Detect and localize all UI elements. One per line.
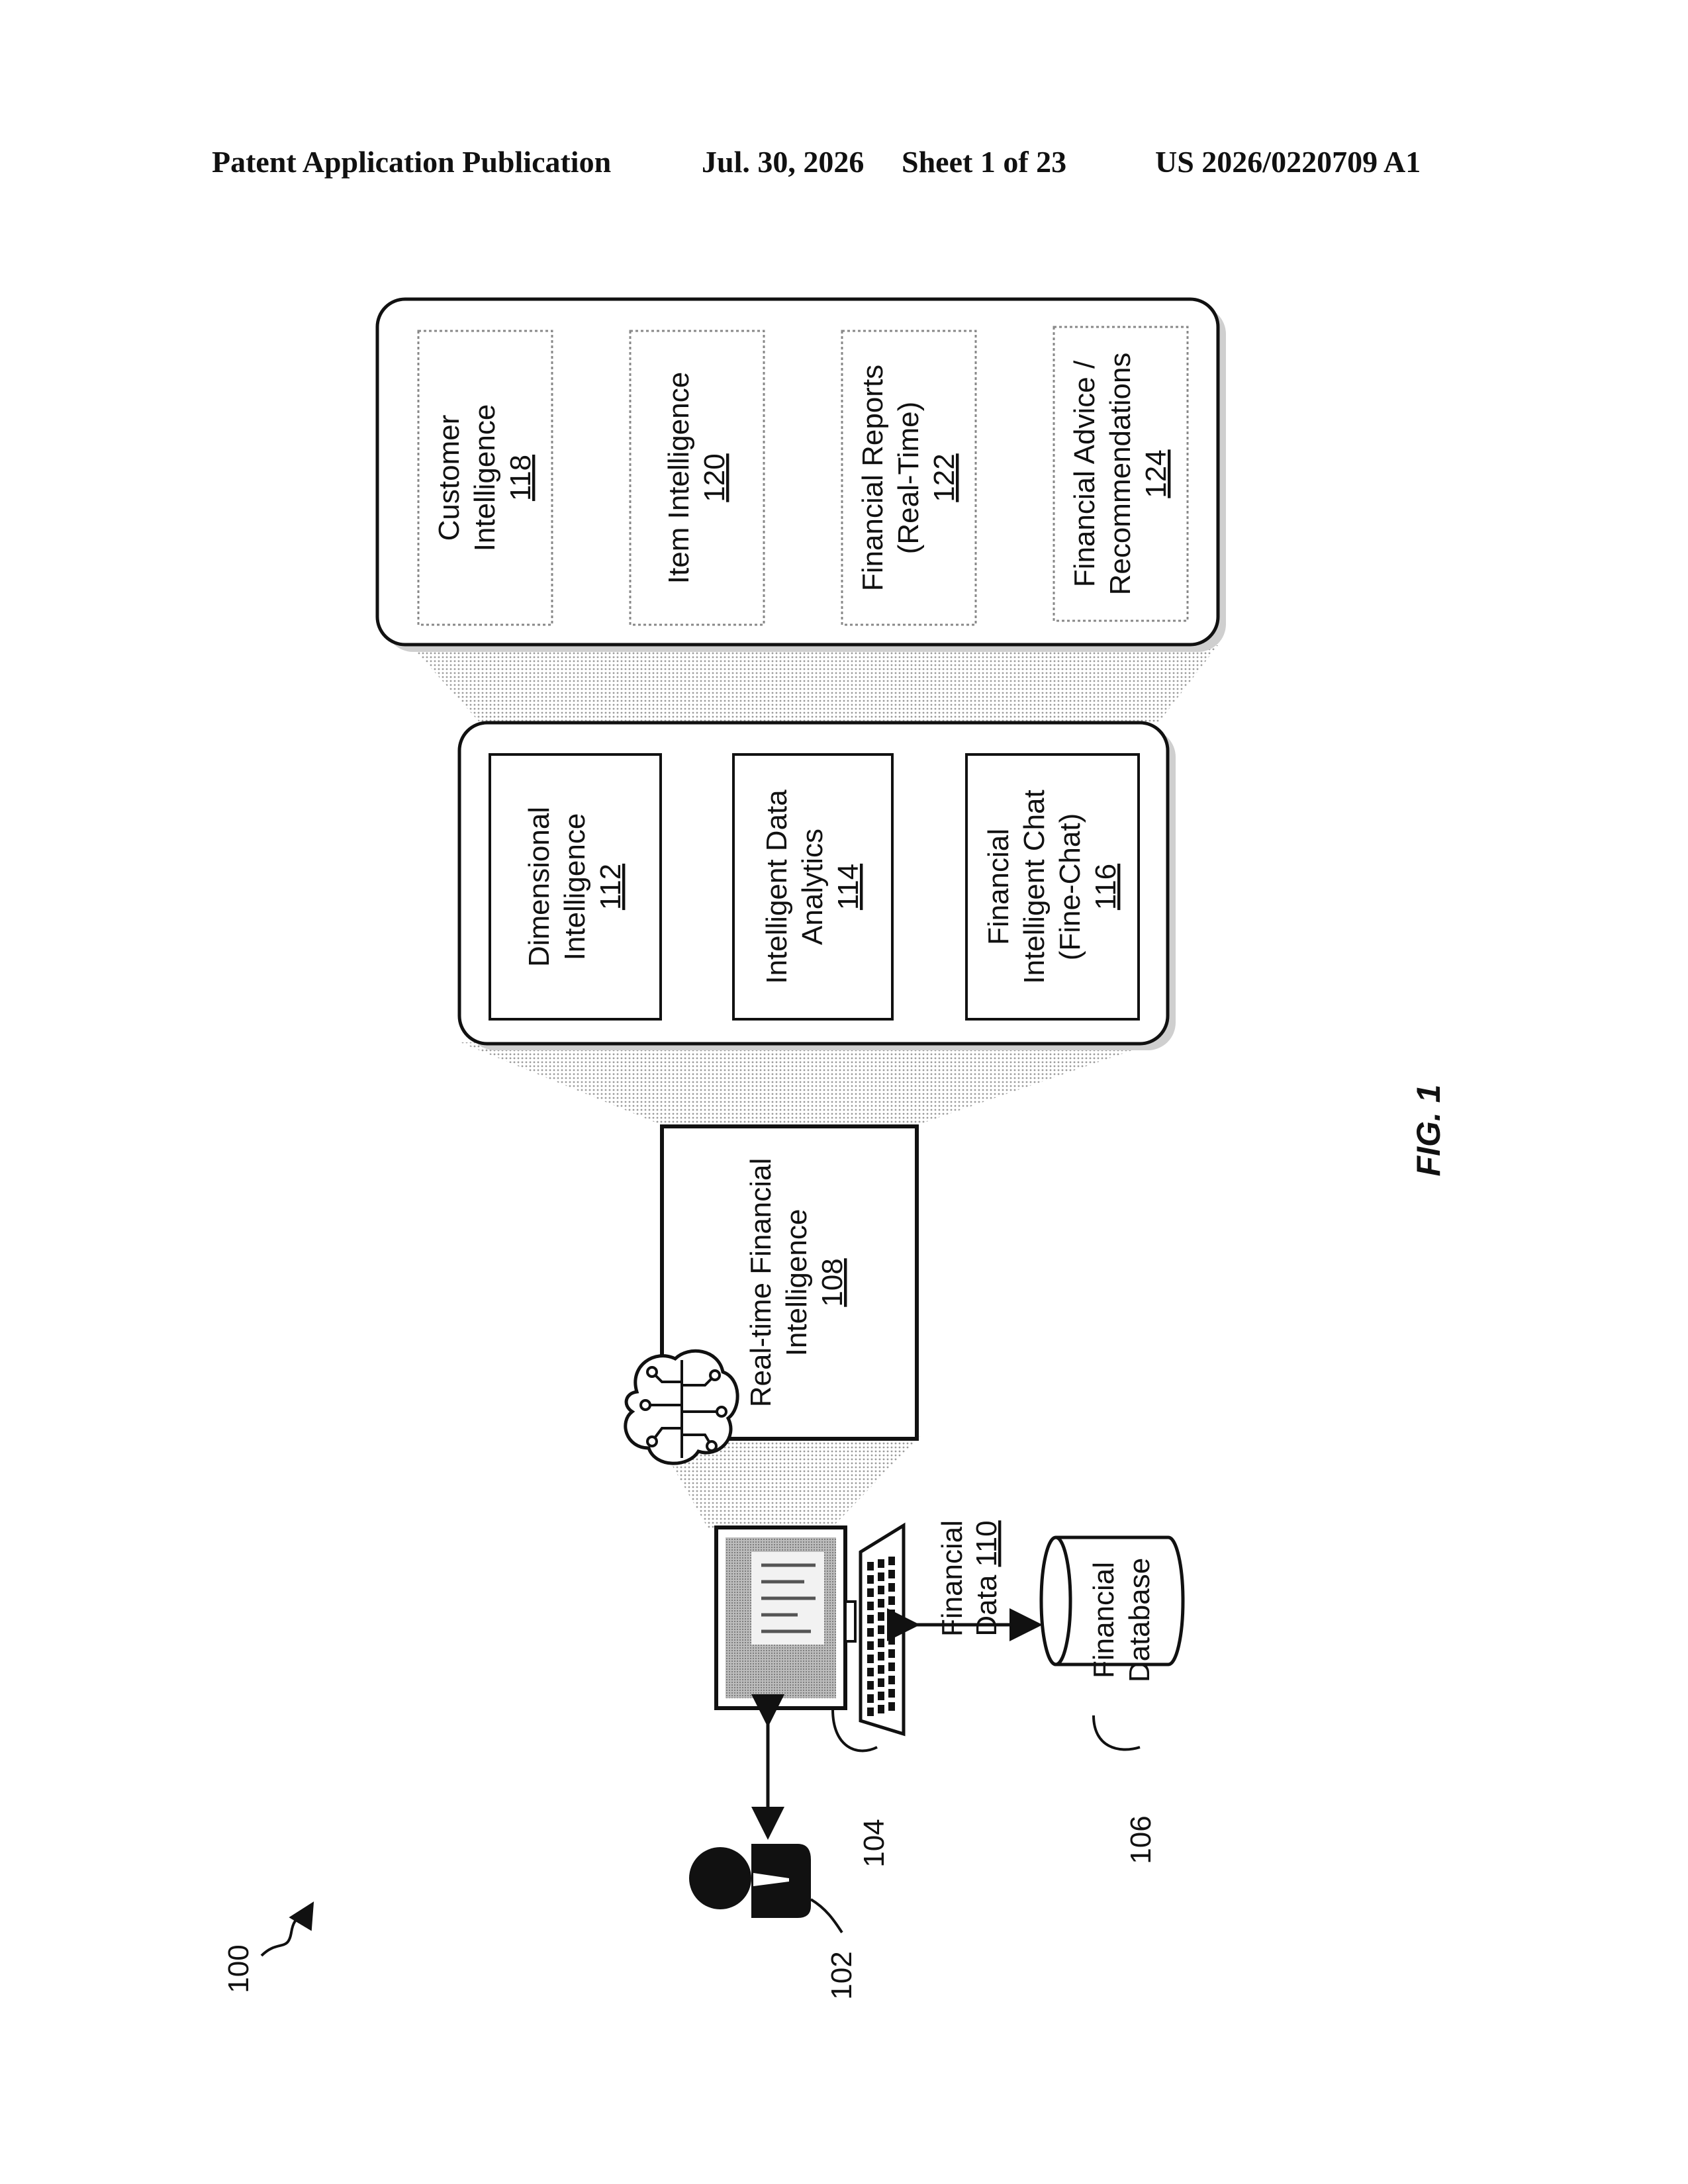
financial-data-line-2: Data 110: [970, 1520, 1003, 1636]
database-label-line-1: Financial: [1088, 1562, 1120, 1678]
financial-data-line-1: Financial: [936, 1520, 968, 1637]
keyboard-key: [878, 1678, 884, 1687]
keyboard-key: [888, 1702, 895, 1711]
keyboard-key: [867, 1602, 874, 1610]
rtfi-label-line-1: Real-time Financial: [745, 1158, 777, 1408]
outer-item-118-label-line-1: Customer: [433, 415, 465, 541]
rtfi-ref-number: 108: [816, 1258, 849, 1306]
keyboard-key: [888, 1636, 895, 1645]
middle-item-114-label-line-1: Intelligent Data: [761, 790, 793, 984]
financial-data-label: Financial Data 110: [936, 1520, 1003, 1637]
keyboard-key: [867, 1655, 874, 1663]
middle-item-114-label-line-2: Analytics: [796, 829, 829, 945]
outer-item-120: Item Intelligence120: [630, 331, 764, 625]
keyboard-key: [867, 1668, 874, 1676]
keyboard-key: [878, 1665, 884, 1674]
keyboard-icon: [861, 1525, 904, 1734]
system-ref-number: 100: [222, 1944, 255, 1993]
middle-item-116-label-line-2: Intelligent Chat: [1018, 790, 1051, 984]
financial-data-text: Data: [970, 1567, 1003, 1636]
database-icon: Financial Database: [1041, 1537, 1183, 1682]
middle-item-116-label-line-1: Financial: [982, 829, 1015, 945]
keyboard-key: [867, 1641, 874, 1650]
keyboard-key: [867, 1615, 874, 1623]
outer-item-118: CustomerIntelligence118: [418, 331, 552, 625]
keyboard-key: [888, 1623, 895, 1631]
user-ref-number: 102: [825, 1951, 858, 1999]
figure-label: FIG. 1: [1410, 1085, 1447, 1177]
financial-data-number: 110: [970, 1520, 1003, 1567]
keyboard-key: [867, 1575, 874, 1584]
outer-item-122-label-line-2: (Real-Time): [892, 402, 925, 555]
outer-item-124-ref-number: 124: [1140, 449, 1172, 498]
keyboard-key: [878, 1586, 884, 1594]
middle-item-114-ref-number: 114: [832, 864, 865, 910]
middle-item-112-label-line-1: Dimensional: [523, 807, 555, 967]
middle-item-112-ref-number: 112: [594, 864, 627, 910]
middle-item-116-ref-number: 116: [1090, 864, 1122, 910]
outer-item-122-label-line-1: Financial Reports: [857, 365, 889, 591]
keyboard-key: [878, 1639, 884, 1647]
keyboard-key: [888, 1570, 895, 1578]
keyboard-key: [888, 1557, 895, 1565]
outer-item-120-label-line-1: Item Intelligence: [663, 372, 695, 584]
keyboard-key: [888, 1676, 895, 1684]
outer-item-124: Financial Advice /Recommendations124: [1054, 327, 1188, 621]
middle-item-114: Intelligent DataAnalytics114: [733, 754, 892, 1019]
outer-item-120-ref-number: 120: [698, 453, 731, 502]
outer-item-124-label-line-2: Recommendations: [1104, 353, 1137, 596]
keyboard-key: [867, 1707, 874, 1716]
middle-items: DimensionalIntelligence112 Intelligent Da…: [490, 754, 1139, 1019]
keyboard-key: [888, 1662, 895, 1671]
keyboard-key: [878, 1599, 884, 1608]
keyboard-key: [888, 1583, 895, 1592]
keyboard-key: [878, 1652, 884, 1661]
outer-item-122-ref-number: 122: [928, 453, 961, 502]
keyboard-key: [867, 1628, 874, 1637]
keyboard-key: [878, 1625, 884, 1634]
keyboard-key: [867, 1562, 874, 1570]
keyboard-key: [878, 1559, 884, 1568]
keyboard-key: [867, 1694, 874, 1703]
person-icon: [689, 1844, 811, 1918]
outer-item-118-label-line-2: Intelligence: [469, 404, 501, 552]
brain-circuit-icon: [626, 1351, 737, 1463]
keyboard-key: [888, 1689, 895, 1698]
computer-icon: [716, 1527, 855, 1708]
middle-item-112-label-line-2: Intelligence: [559, 813, 591, 961]
keyboard-key: [878, 1705, 884, 1713]
outer-item-118-ref-number: 118: [504, 455, 537, 501]
keyboard-key: [867, 1681, 874, 1690]
projection-middle-to-outer: [410, 645, 1218, 723]
system-ref-squiggle: [261, 1906, 311, 1956]
keyboard-key: [888, 1649, 895, 1658]
computer-ref-number: 104: [858, 1819, 890, 1867]
keyboard-key: [878, 1692, 884, 1700]
keyboard-key: [888, 1596, 895, 1605]
projection-rtfi-to-middle: [460, 1042, 1155, 1125]
keyboard-key: [878, 1612, 884, 1621]
middle-item-116: FinancialIntelligent Chat(Fine-Chat)116: [966, 754, 1139, 1019]
rtfi-label-line-2: Intelligence: [780, 1209, 813, 1357]
outer-item-124-label-line-1: Financial Advice /: [1068, 360, 1101, 587]
middle-item-116-label-line-3: (Fine-Chat): [1054, 813, 1086, 961]
outer-item-122: Financial Reports(Real-Time)122: [842, 331, 976, 625]
keyboard-key: [878, 1572, 884, 1581]
database-ref-number: 106: [1125, 1815, 1157, 1864]
middle-item-112: DimensionalIntelligence112: [490, 754, 661, 1019]
keyboard-key: [888, 1610, 895, 1618]
keyboard-key: [867, 1588, 874, 1597]
database-label-line-2: Database: [1123, 1558, 1156, 1682]
